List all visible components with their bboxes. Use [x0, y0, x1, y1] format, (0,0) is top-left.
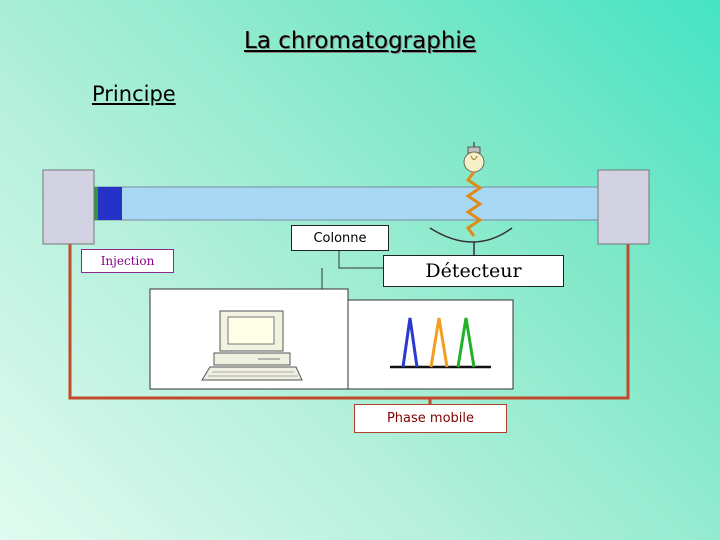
- light-beam-zigzag: [465, 171, 483, 237]
- page-title: La chromatographie: [244, 28, 476, 54]
- detector-label: Détecteur: [383, 255, 564, 287]
- computer-icon: [201, 310, 303, 381]
- injection-plug: [98, 187, 122, 220]
- detector-receiver: [429, 227, 513, 243]
- column: [93, 186, 601, 221]
- mobile-phase-label: Phase mobile: [354, 404, 507, 433]
- right-end-block: [597, 169, 650, 245]
- injection-label: Injection: [81, 249, 174, 273]
- mobile-phase-tubing: [68, 243, 630, 400]
- column-green-edge: [94, 187, 98, 220]
- peak-blue: [401, 317, 419, 368]
- left-end-block: [42, 169, 95, 245]
- column-label: Colonne: [291, 225, 389, 251]
- page-subtitle: Principe: [92, 82, 176, 106]
- peak-green: [456, 317, 476, 368]
- chromatogram-panel: [347, 299, 514, 390]
- light-bulb-icon: [463, 142, 485, 173]
- detector-to-computer-line: [338, 251, 383, 269]
- peak-orange: [429, 317, 449, 368]
